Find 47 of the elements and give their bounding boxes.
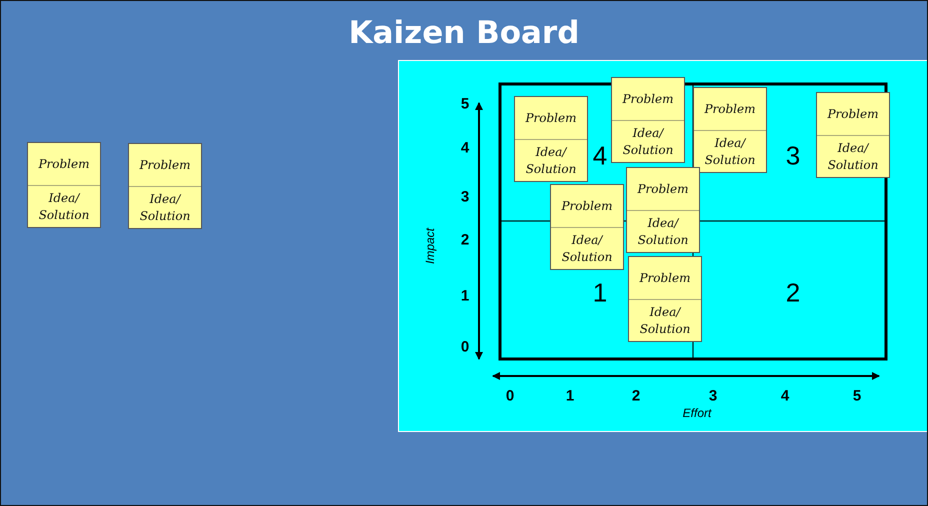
sticky-note [816, 92, 890, 178]
note-heading: Problem [817, 93, 889, 136]
note-heading: Problem [627, 168, 699, 211]
board-panel [398, 60, 927, 432]
note-heading: Problem [629, 257, 701, 300]
note-heading: Problem [612, 78, 684, 121]
note-heading: Problem [694, 88, 766, 131]
note-heading: Problem [515, 97, 587, 140]
sticky-note [128, 143, 202, 229]
tick-label: 2 [460, 232, 470, 248]
note-text: Idea/ Solution [636, 214, 690, 248]
tick-label: 5 [460, 96, 470, 112]
note-text: Idea/ Solution [38, 190, 90, 224]
sticky-note [27, 142, 101, 228]
note-text: Idea/ Solution [826, 140, 880, 174]
axis-title: Impact [423, 228, 437, 264]
note-text: Idea/ Solution [704, 134, 756, 168]
tick-label: 0 [460, 338, 470, 356]
tick-label: 3 [708, 388, 718, 404]
tick-label: 1 [566, 388, 574, 404]
note-text: Idea/ Solution [622, 124, 674, 158]
sticky-note [514, 96, 588, 182]
sticky-note [628, 256, 702, 342]
note-heading: Problem [28, 143, 100, 186]
note-heading: Problem [551, 185, 623, 228]
tick-label: 2 [632, 388, 640, 404]
note-text: Idea/ Solution [560, 232, 614, 266]
note-text: Idea/ Solution [638, 304, 692, 338]
tick-label: 3 [460, 188, 470, 206]
note-text: Idea/ Solution [524, 144, 578, 178]
board-title: Kaizen Board [348, 15, 580, 51]
quadrant-number: 1 [592, 278, 608, 308]
sticky-note [550, 184, 624, 270]
note-heading: Problem [129, 144, 201, 187]
note-text: Idea/ Solution [138, 190, 192, 224]
quadrant-number: 2 [786, 278, 800, 308]
sticky-note [611, 77, 685, 163]
tick-label: 4 [460, 140, 470, 156]
tick-label: 1 [460, 288, 470, 304]
tick-label: 4 [780, 388, 790, 404]
quadrant-number: 4 [592, 140, 608, 172]
sticky-note [626, 167, 700, 253]
tick-label: 5 [852, 388, 862, 404]
tick-label: 0 [506, 388, 514, 404]
quadrant-number: 3 [786, 140, 800, 172]
axis-title: Effort [682, 406, 712, 420]
sticky-note [693, 87, 767, 173]
